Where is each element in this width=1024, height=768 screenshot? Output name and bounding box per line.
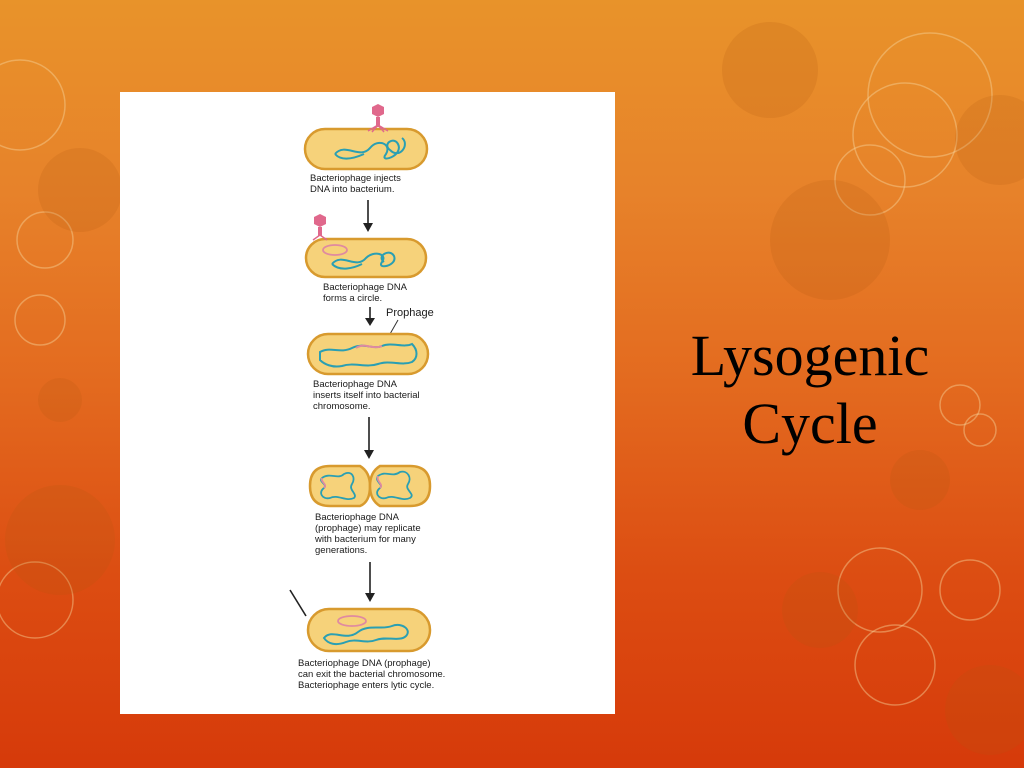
slide-title: Lysogenic Cycle [640,322,980,458]
arrow-3 [364,417,374,459]
step-4-caption: Bacteriophage DNA (prophage) may replica… [314,512,423,556]
step-3-caption: Bacteriophage DNA inserts itself into ba… [313,379,422,412]
step-4-cells [308,464,432,508]
step-1-cell [303,127,429,171]
phage-icon [312,214,328,241]
step-2-cell [304,237,428,279]
diagram-panel: Bacteriophage injects DNA into bacterium… [120,92,615,714]
step-5-caption: Bacteriophage DNA (prophage) can exit th… [298,658,448,691]
arrow-2 [365,307,375,326]
arrow-1 [363,200,373,232]
arrow-4 [365,562,375,602]
cropped-connector-line [289,589,307,617]
step-2-caption: Bacteriophage DNA forms a circle. [323,282,409,304]
phage-icon [367,104,389,133]
slide-title-line-1: Lysogenic [690,323,930,388]
prophage-label: Prophage [386,307,434,319]
lysogenic-cycle-diagram: Bacteriophage injects DNA into bacterium… [289,104,448,691]
step-1-caption: Bacteriophage injects DNA into bacterium… [310,173,403,195]
slide-title-line-2: Cycle [742,391,878,456]
step-3-cell [306,332,430,376]
step-5-cell [306,607,432,653]
